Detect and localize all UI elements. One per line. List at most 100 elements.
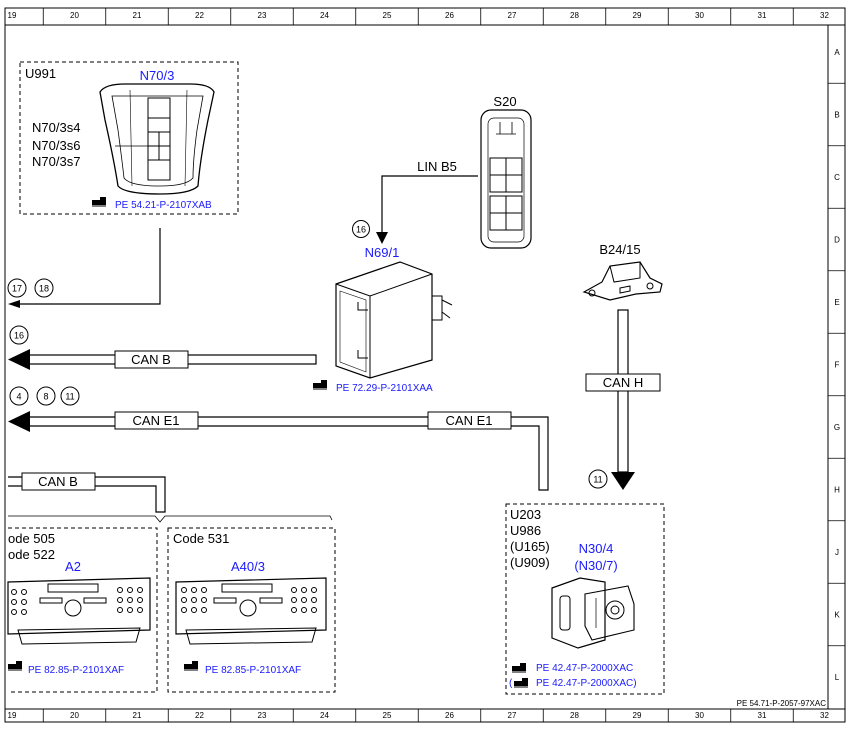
n30-reference-1: PE 42.47-P-2000XAC <box>536 663 633 674</box>
can-h-arrow-head-icon <box>611 472 635 490</box>
u991-label: U991 <box>25 66 56 81</box>
column-number-22: 22 <box>195 711 204 720</box>
column-number-30: 30 <box>695 711 704 720</box>
u991-block: U991 N70/3 N70/3s4 N70/3s6 N70/3s7 PE 54… <box>19 61 239 215</box>
u165-label: (U165) <box>510 539 550 554</box>
column-number-31: 31 <box>758 711 767 720</box>
lin-b5-connection: LIN B5 <box>376 159 478 244</box>
connector-17-label: 17 <box>12 284 22 294</box>
can-e1-connection: CAN E1 CAN E1 4 8 11 <box>8 386 549 491</box>
connector-16-left-label: 16 <box>14 331 24 341</box>
column-number-27: 27 <box>508 11 517 20</box>
can-h-label: CAN H <box>603 375 643 390</box>
u991-boundary <box>19 61 239 215</box>
reference-hand-icon <box>92 197 106 207</box>
column-number-26: 26 <box>445 11 454 20</box>
connector-17 <box>7 278 27 298</box>
a40-3-label: A40/3 <box>231 559 265 574</box>
b24-15-label: B24/15 <box>599 242 640 257</box>
column-number-25: 25 <box>383 11 392 20</box>
column-number-22: 22 <box>195 11 204 20</box>
overhead-control-panel-image <box>99 83 215 195</box>
column-number-26: 26 <box>445 711 454 720</box>
svg-text:16: 16 <box>356 225 366 235</box>
n30-reference-2: PE 42.47-P-2000XAC) <box>536 678 637 689</box>
can-e1-arrow-head-icon <box>8 411 30 432</box>
connector-8-label: 8 <box>43 392 48 402</box>
a2-block: ode 505 ode 522 A2 PE 82.85-P-2101XAF <box>7 527 158 693</box>
a40-3-code: Code 531 <box>173 531 229 546</box>
column-number-24: 24 <box>320 11 329 20</box>
column-number-29: 29 <box>633 11 642 20</box>
connector-16-n69: 16 <box>352 220 370 238</box>
row-letter-D: D <box>834 236 840 245</box>
column-number-32: 32 <box>820 11 829 20</box>
connector-11-canh-label: 11 <box>593 475 602 485</box>
can-e1-right-label: CAN E1 <box>446 413 493 428</box>
row-letter-E: E <box>834 298 839 307</box>
n30-4-label: N30/4 <box>579 541 614 556</box>
u203-label: U203 <box>510 507 541 522</box>
n30-ref-paren-open: ( <box>509 678 513 689</box>
n70-3s7-label: N70/3s7 <box>32 154 80 169</box>
can-b-arrow-head-icon <box>8 349 30 370</box>
row-letter-F: F <box>835 361 840 370</box>
column-number-28: 28 <box>570 711 579 720</box>
connector-4-label: 4 <box>16 392 21 402</box>
s20-switch-image <box>480 109 532 249</box>
reference-hand-icon <box>512 663 526 673</box>
n70-3s6-label: N70/3s6 <box>32 138 80 153</box>
column-number-28: 28 <box>570 11 579 20</box>
row-letter-G: G <box>834 423 840 432</box>
row-letter-K: K <box>834 611 840 620</box>
row-letter-H: H <box>834 486 840 495</box>
n30-block: U203 U986 (U165) (U909) N30/4 (N30/7) PE… <box>505 503 665 695</box>
u986-label: U986 <box>510 523 541 538</box>
connector-11-left <box>60 386 80 406</box>
row-letter-C: C <box>834 173 840 182</box>
a2-reference: PE 82.85-P-2101XAF <box>28 665 124 676</box>
outer-frame <box>4 7 846 723</box>
column-number-30: 30 <box>695 11 704 20</box>
can-e1-left-label: CAN E1 <box>133 413 180 428</box>
reference-hand-icon <box>8 661 22 671</box>
column-number-24: 24 <box>320 711 329 720</box>
connector-8 <box>36 386 56 406</box>
a2-code-522: ode 522 <box>8 547 55 562</box>
connector-16-left <box>9 325 29 345</box>
can-b-lower-label: CAN B <box>38 474 78 489</box>
a2-code-505: ode 505 <box>8 531 55 546</box>
column-number-32: 32 <box>820 711 829 720</box>
column-number-19: 19 <box>8 11 17 20</box>
column-number-20: 20 <box>70 11 79 20</box>
n70-3s4-label: N70/3s4 <box>32 120 80 135</box>
u991-output-line: 17 18 <box>7 228 161 308</box>
left-arrow-17-icon <box>8 300 20 308</box>
can-b-upper-label: CAN B <box>131 352 171 367</box>
n69-1-reference: PE 72.29-P-2101XAA <box>336 383 433 394</box>
connector-18-label: 18 <box>39 284 49 294</box>
n30-abs-unit-image <box>551 577 635 649</box>
can-h-connection: CAN H 11 <box>585 309 661 490</box>
bracket-line <box>8 515 333 523</box>
lin-arrow-head-icon <box>376 232 388 244</box>
n69-1-label: N69/1 <box>365 245 400 260</box>
a40-3-reference: PE 82.85-P-2101XAF <box>205 665 301 676</box>
column-number-29: 29 <box>633 711 642 720</box>
connector-18 <box>34 278 54 298</box>
column-number-25: 25 <box>383 711 392 720</box>
column-number-23: 23 <box>258 711 267 720</box>
a2-boundary <box>8 527 158 693</box>
connector-11-left-label: 11 <box>65 392 74 402</box>
can-b-lower-connection: CAN B <box>8 472 333 523</box>
column-number-27: 27 <box>508 711 517 720</box>
row-letter-B: B <box>834 111 839 120</box>
a40-3-block: Code 531 A40/3 PE 82.85-P-2101XAF <box>167 527 336 693</box>
row-letter-A: A <box>834 48 840 57</box>
b24-15-sensor-image <box>582 261 663 301</box>
column-ruler: 1919202021212222232324242525262627272828… <box>8 8 829 722</box>
u991-reference: PE 54.21-P-2107XAB <box>115 200 212 211</box>
